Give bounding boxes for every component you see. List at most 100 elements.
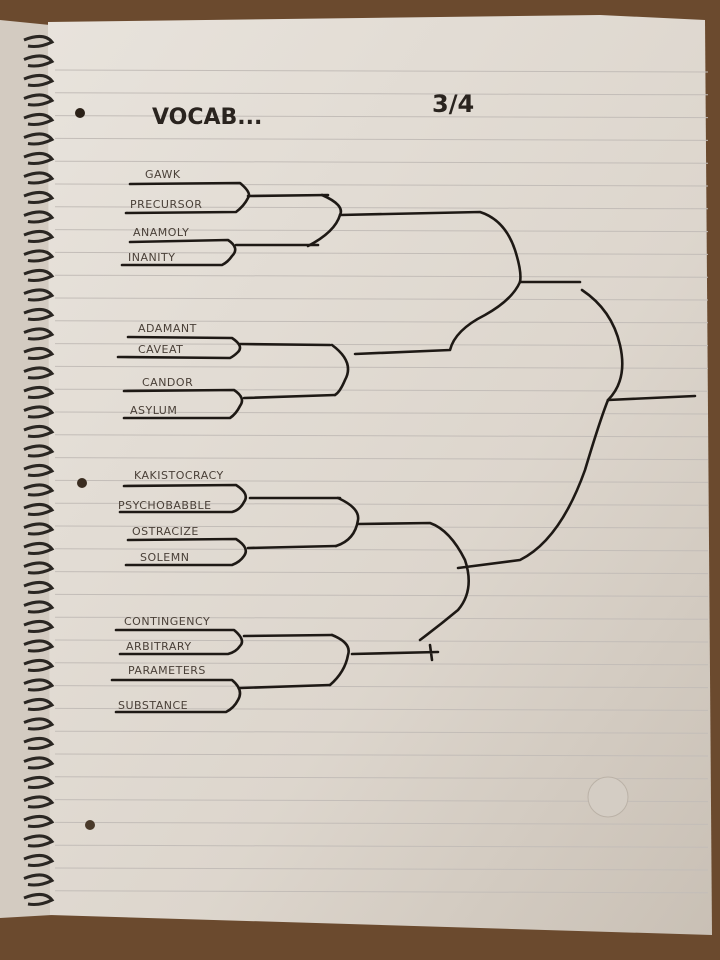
spiral-coil <box>23 308 55 321</box>
spiral-coil <box>23 795 55 809</box>
spiral-coil <box>23 191 55 204</box>
ruled-line <box>54 229 709 233</box>
ruled-line <box>54 593 709 597</box>
spiral-coil <box>23 152 55 165</box>
punch-hole <box>85 820 95 830</box>
spiral-coil <box>23 600 55 614</box>
bracket-entry: ARBITRARY <box>126 640 192 653</box>
spiral-binding <box>23 35 55 906</box>
ruled-line <box>54 707 709 711</box>
bracket-entry: SOLEMN <box>140 551 189 564</box>
spiral-coil <box>23 113 55 126</box>
spiral-coil <box>23 893 55 906</box>
bracket-entry: OSTRACIZE <box>132 525 199 538</box>
spiral-coil <box>23 542 55 555</box>
bracket-entry: GAWK <box>145 168 181 181</box>
spiral-coil <box>23 327 55 341</box>
spiral-coil <box>23 639 55 653</box>
spiral-coil <box>23 230 55 243</box>
bracket-entry: PRECURSOR <box>130 198 202 211</box>
ruled-line <box>54 502 709 506</box>
spiral-coil <box>23 35 55 48</box>
bracket-entries: GAWK PRECURSOR ANAMOLY INANITY ADAMANT C… <box>118 168 224 712</box>
spiral-coil <box>23 269 55 282</box>
bracket-entry: CONTINGENCY <box>124 615 210 628</box>
ruled-line <box>54 115 709 119</box>
bracket-entry: KAKISTOCRACY <box>134 469 224 482</box>
spiral-coil <box>23 444 55 458</box>
ruled-line <box>54 274 709 278</box>
ruled-line <box>54 525 709 529</box>
ruled-line <box>54 685 709 689</box>
spiral-coil <box>23 405 55 419</box>
spiral-coil <box>23 522 55 536</box>
spiral-coil <box>23 464 55 477</box>
page-title: VOCAB... <box>152 105 262 130</box>
spiral-coil <box>23 54 55 68</box>
ruled-line <box>54 457 709 461</box>
ruled-line <box>54 662 709 666</box>
bracket-entry: CANDOR <box>142 376 193 389</box>
spiral-coil <box>23 776 55 789</box>
ruled-line <box>54 251 709 255</box>
spiral-coil <box>23 210 55 224</box>
ruled-line <box>54 160 709 164</box>
ruled-line <box>54 434 709 438</box>
spiral-coil <box>23 873 55 887</box>
spiral-coil <box>23 698 55 711</box>
spiral-coil <box>23 347 55 360</box>
spiral-coil <box>23 425 55 438</box>
ruled-line <box>54 639 709 643</box>
bracket-entry: ASYLUM <box>130 404 177 417</box>
ruled-line <box>54 320 709 324</box>
spiral-coil <box>23 74 55 87</box>
bracket-entry: PSYCHOBABBLE <box>118 499 212 512</box>
bracket-entry: ANAMOLY <box>133 226 189 239</box>
ruled-line <box>54 730 709 734</box>
ruled-line <box>54 69 709 73</box>
ruled-line <box>54 365 709 369</box>
ruled-line <box>54 548 709 552</box>
ruled-line <box>54 890 709 894</box>
spiral-coil <box>23 288 55 302</box>
ruled-line <box>54 844 709 848</box>
ruled-line <box>54 411 709 415</box>
bracket-entry: CAVEAT <box>138 343 183 356</box>
ruled-line <box>54 92 709 96</box>
ruled-line <box>54 616 709 620</box>
ruled-line <box>54 753 709 757</box>
ruled-line <box>54 297 709 301</box>
bracket-entry: PARAMETERS <box>128 664 206 677</box>
smudge-mark <box>587 776 629 818</box>
bracket-lines <box>110 181 697 714</box>
spiral-coil <box>23 483 55 497</box>
spiral-coil <box>23 249 55 263</box>
spiral-coil <box>23 854 55 867</box>
spiral-coil <box>23 366 55 380</box>
notebook-page <box>48 15 712 935</box>
date-label: 3/4 <box>432 90 474 118</box>
spiral-coil <box>23 386 55 399</box>
spiral-coil <box>23 834 55 848</box>
ruled-line <box>54 206 709 210</box>
bracket-entry: INANITY <box>128 251 175 264</box>
spiral-coil <box>23 737 55 750</box>
spiral-coil <box>23 93 55 107</box>
spiral-coil <box>23 171 55 185</box>
ruled-line <box>54 571 709 575</box>
ruled-line <box>54 867 709 871</box>
spiral-coil <box>23 503 55 516</box>
ruled-lines <box>54 69 709 894</box>
bracket-entry: ADAMANT <box>138 322 197 335</box>
ruled-line <box>54 776 709 780</box>
spiral-coil <box>23 132 55 146</box>
spiral-coil <box>23 659 55 672</box>
ruled-line <box>54 343 709 347</box>
spiral-coil <box>23 561 55 575</box>
spiral-coil <box>23 815 55 828</box>
spiral-coil <box>23 620 55 633</box>
ruled-line <box>54 137 709 141</box>
punch-hole <box>75 108 85 118</box>
ruled-line <box>54 479 709 483</box>
